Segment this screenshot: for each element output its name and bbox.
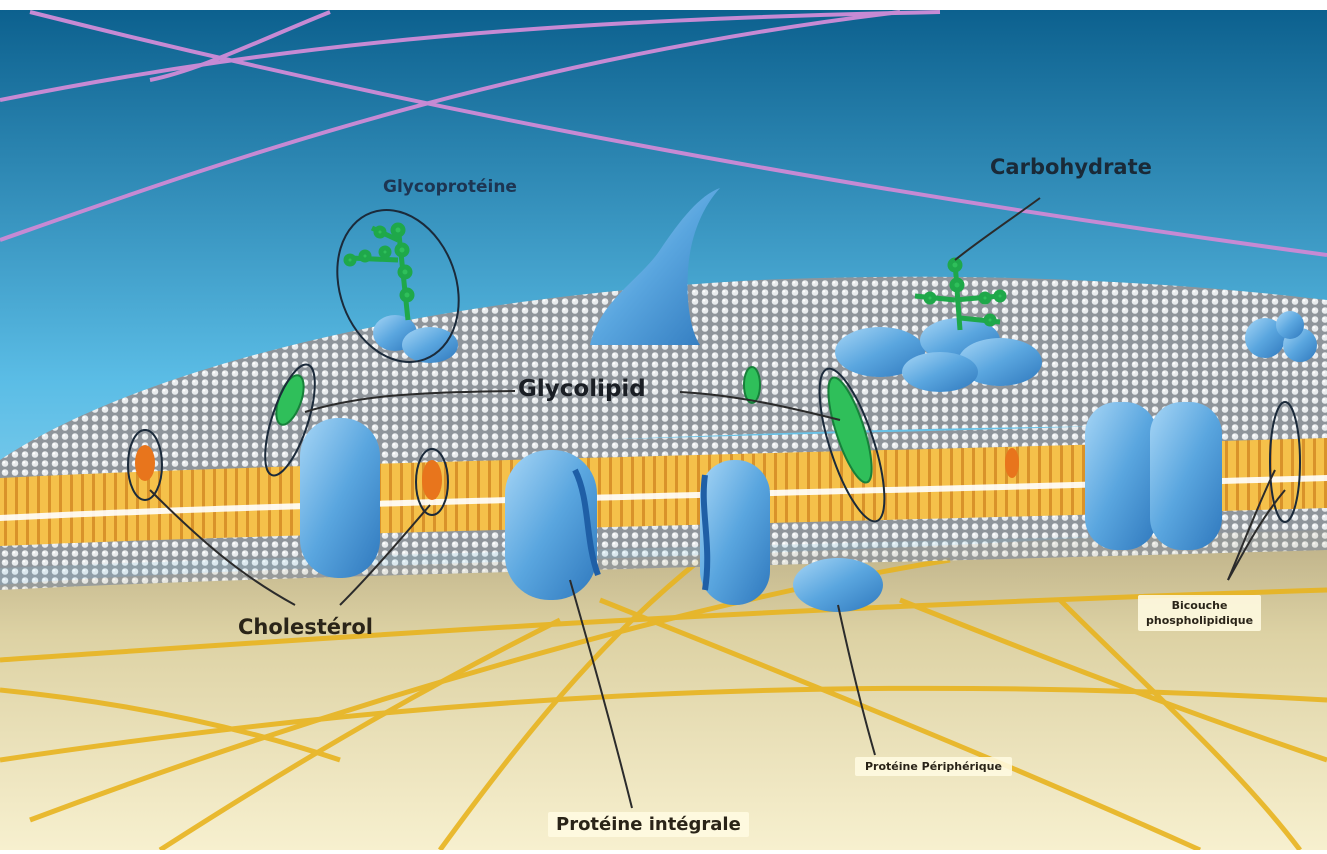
label-glycolipid: Glycolipid (518, 376, 646, 402)
label-carbohydrate: Carbohydrate (990, 155, 1152, 179)
label-bicouche-line1: Bicouche (1146, 598, 1253, 613)
label-bicouche-line2: phospholipidique (1146, 613, 1253, 628)
label-proteine-peripherique: Protéine Périphérique (855, 757, 1012, 776)
label-cholesterol: Cholestérol (238, 615, 373, 639)
label-glycoproteine: Glycoprotéine (383, 177, 517, 197)
label-proteine-integrale: Protéine intégrale (548, 812, 749, 837)
integral-protein-left (300, 418, 380, 578)
peripheral-protein (793, 558, 883, 612)
integral-protein-right (1085, 402, 1222, 550)
image-border-top (0, 0, 1327, 10)
label-bicouche-phospholipidique: Bicouche phospholipidique (1138, 595, 1261, 631)
